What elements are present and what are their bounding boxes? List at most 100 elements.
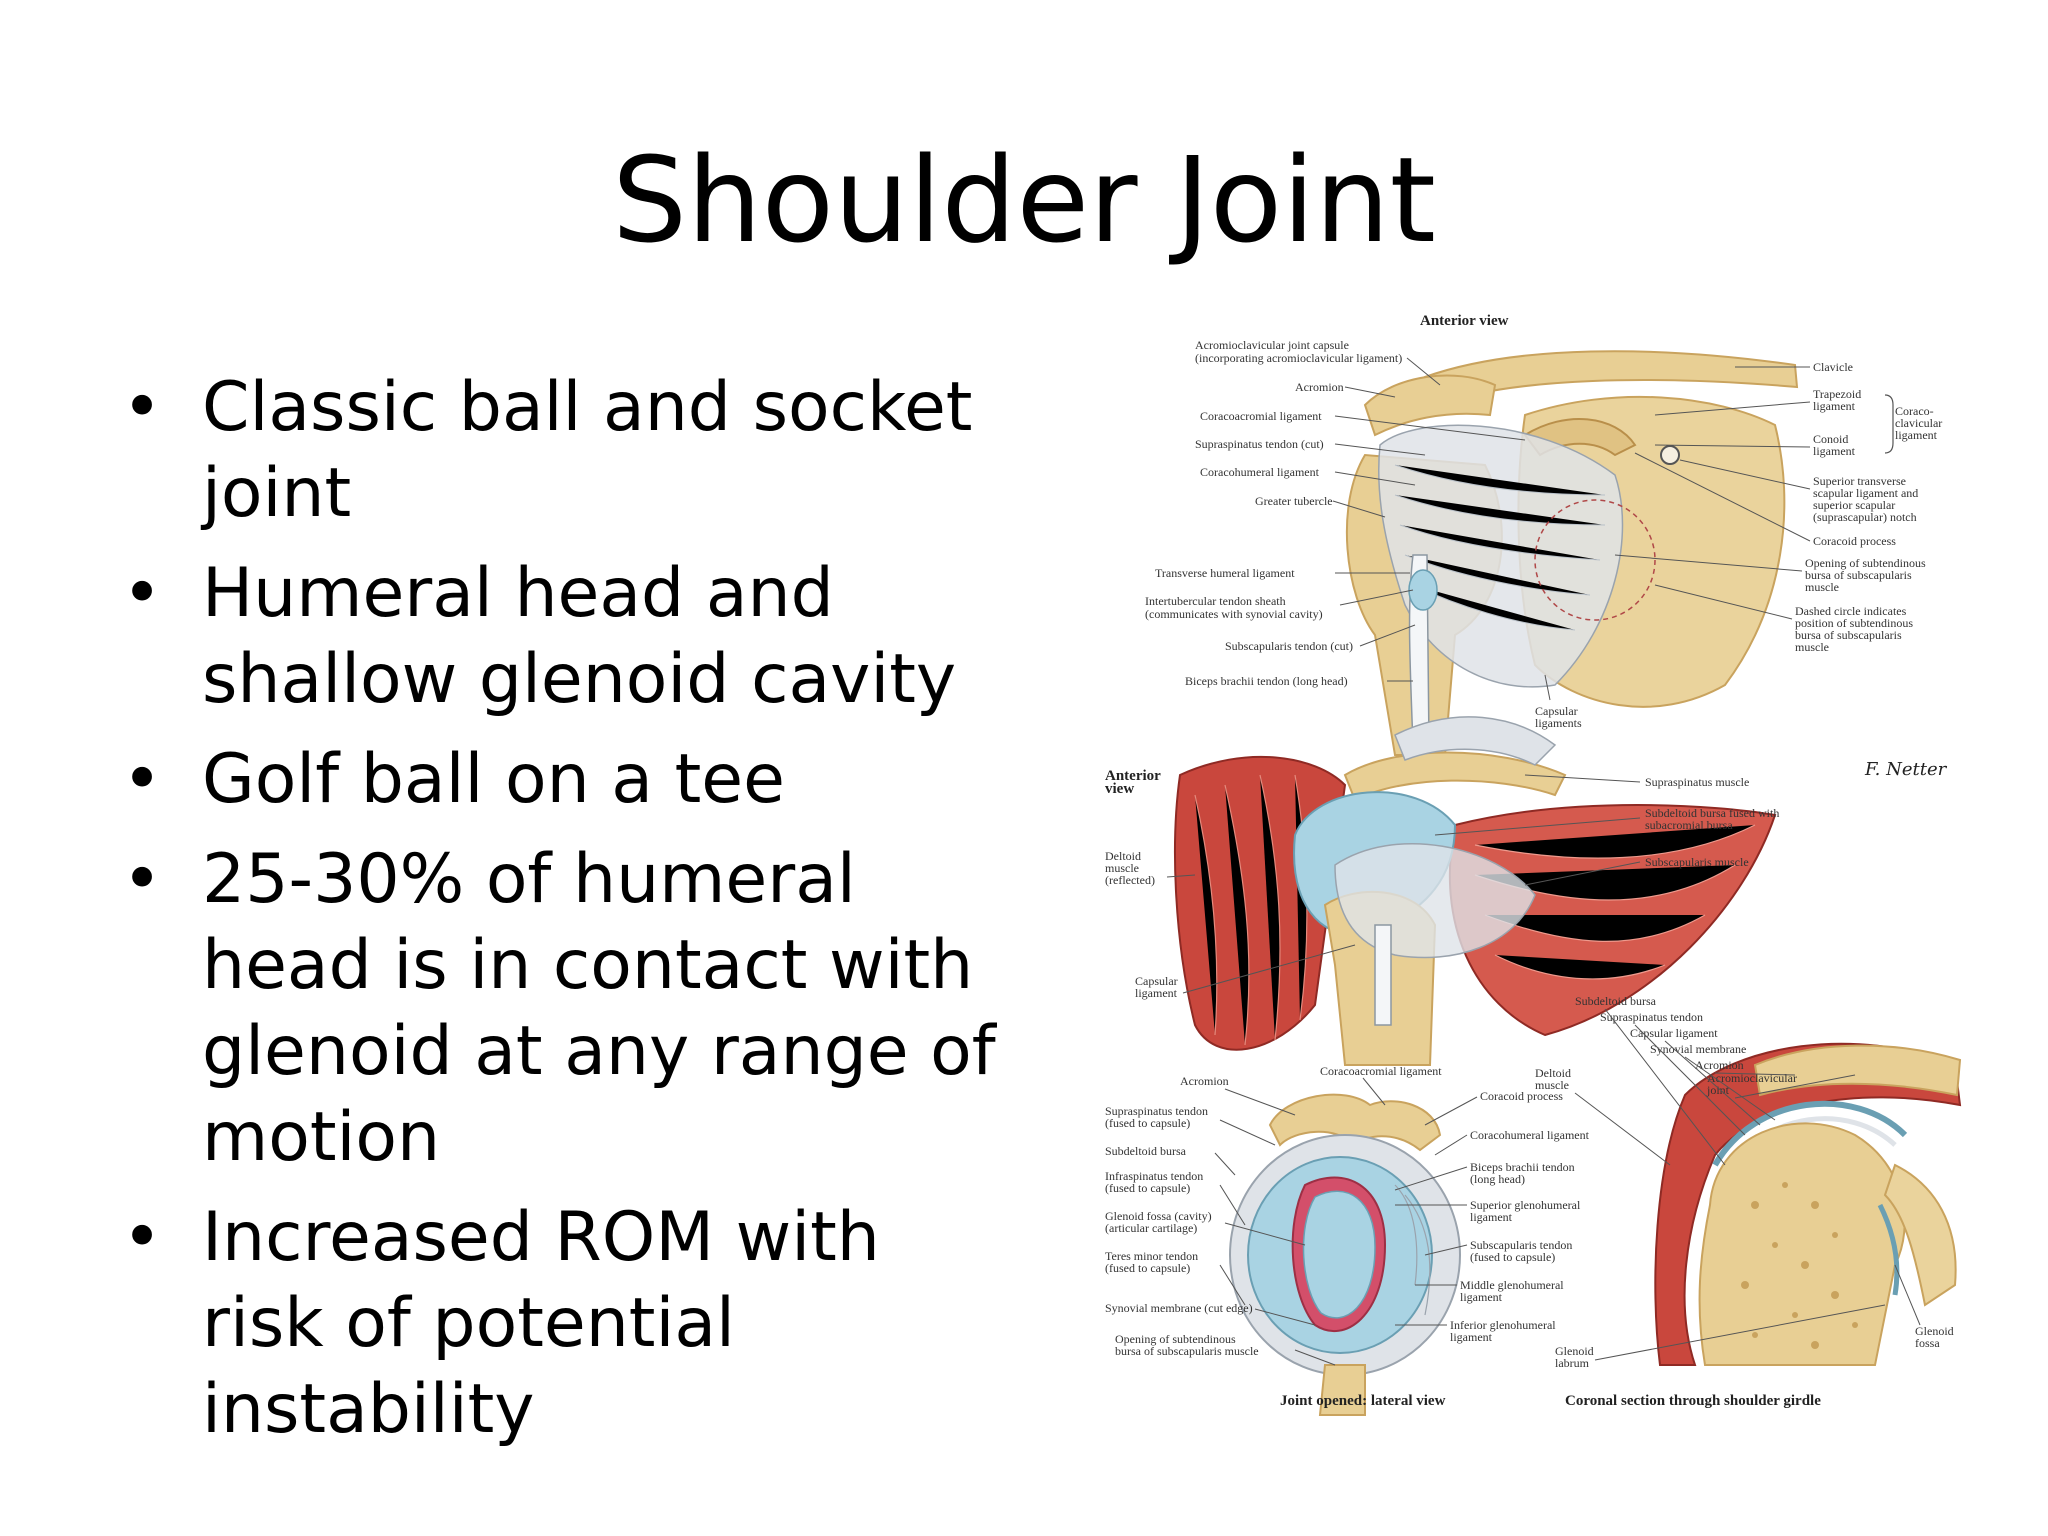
bullet-dot-icon: • [122, 840, 163, 919]
label: Teres minor tendon [1105, 1249, 1198, 1263]
label: ligament [1450, 1330, 1493, 1344]
top-panel-right-leaders [1544, 366, 1811, 701]
label: Biceps brachii tendon [1470, 1160, 1575, 1174]
tendon-sheath [1408, 569, 1438, 611]
clavicle-bone [1423, 350, 1799, 407]
label: Inferior glenohumeral [1450, 1318, 1556, 1332]
top-panel-right-labels: Clavicle Trapezoid ligament Conoid ligam… [1795, 360, 1942, 654]
lateral-view-panel: Coracoacromial ligament Acromion [1105, 1064, 1590, 1416]
label: Coracohumeral ligament [1200, 465, 1320, 479]
trabecular-pattern [1741, 1182, 1858, 1349]
coronal-panel-caption: Coronal section through shoulder girdle [1565, 1393, 1821, 1409]
label: Middle glenohumeral [1460, 1278, 1564, 1292]
coronal-section-panel: Subdeltoid bursa Supraspinatus tendon Ca… [1535, 994, 1962, 1409]
label: Biceps brachii tendon (long head) [1185, 674, 1348, 688]
label: Coracohumeral ligament [1470, 1128, 1590, 1142]
glenoid-scapula [1883, 1163, 1957, 1307]
label: Acromion [1295, 380, 1344, 394]
capsule-layer [1712, 1100, 1908, 1167]
label: Coraco- [1895, 404, 1934, 418]
bullet-item: • 25-30% of humeral head is in contact wi… [118, 837, 1018, 1181]
label: superior scapular [1813, 498, 1895, 512]
label: ligament [1135, 986, 1178, 1000]
bullet-dot-icon: • [122, 368, 163, 447]
label: view [1105, 781, 1134, 797]
label: Transverse humeral ligament [1155, 566, 1295, 580]
label: (articular cartilage) [1105, 1221, 1197, 1235]
label: Opening of subtendinous [1805, 556, 1926, 570]
label: muscle [1805, 580, 1839, 594]
label: Subdeltoid bursa fused with [1645, 806, 1779, 820]
label: (suprascapular) notch [1813, 510, 1917, 524]
label: Greater tubercle [1255, 494, 1333, 508]
label: Acromion [1695, 1058, 1744, 1072]
lateral-panel-leaders [1214, 1077, 1478, 1366]
label: fossa [1915, 1336, 1940, 1350]
label: Deltoid [1105, 849, 1141, 863]
label: Subdeltoid bursa [1575, 994, 1657, 1008]
subtendinous-bursa-outline [1534, 499, 1656, 621]
label: (fused to capsule) [1105, 1261, 1190, 1275]
bullet-dot-icon: • [122, 554, 163, 633]
label: Clavicle [1813, 360, 1853, 374]
label: position of subtendinous [1795, 616, 1913, 630]
label: (fused to capsule) [1105, 1181, 1190, 1195]
bullet-dot-icon: • [122, 740, 163, 819]
bullet-text: Increased ROM with risk of potential ins… [202, 1198, 880, 1449]
deltoid-muscle [1654, 1042, 1962, 1366]
label: (long head) [1470, 1172, 1525, 1186]
label: ligament [1813, 444, 1856, 458]
label: Glenoid [1555, 1344, 1594, 1358]
label: Supraspinatus tendon [1600, 1010, 1703, 1024]
bullet-list: •Classic ball and socket joint •Humeral … [118, 365, 1018, 1467]
label: Capsular ligament [1630, 1026, 1718, 1040]
label: (incorporating acromioclavicular ligamen… [1195, 351, 1402, 365]
anatomy-figure: Anterior view [1095, 305, 1975, 1435]
label: Coracoacromial ligament [1200, 409, 1322, 423]
acromion-coracoid-arch [1268, 1093, 1442, 1152]
middle-panel-leaders [1166, 774, 1641, 994]
coracoclavicular-brace [1884, 394, 1894, 454]
label: Subscapularis muscle [1645, 855, 1749, 869]
label: Coracoid process [1813, 534, 1896, 548]
label: (fused to capsule) [1470, 1250, 1555, 1264]
label: ligament [1895, 428, 1938, 442]
slide-title: Shoulder Joint [612, 131, 1436, 269]
acromion-bone [1753, 1044, 1962, 1097]
label: Trapezoid [1813, 387, 1861, 401]
label: subacromial bursa [1645, 818, 1733, 832]
label: Synovial membrane [1650, 1042, 1746, 1056]
label: Glenoid fossa (cavity) [1105, 1209, 1212, 1223]
supraspinatus-tendon [1394, 716, 1557, 766]
bullet-text: 25-30% of humeral head is in contact wit… [202, 840, 996, 1177]
bullet-text: Classic ball and socket joint [202, 368, 973, 533]
bullet-dot-icon: • [122, 1198, 163, 1277]
label: ligament [1813, 399, 1856, 413]
label: Acromioclavicular joint capsule [1195, 338, 1349, 352]
label: Superior glenohumeral [1470, 1198, 1581, 1212]
label: Capsular [1535, 704, 1578, 718]
bullet-item: • Increased ROM with risk of potential in… [118, 1195, 1018, 1453]
label: Conoid [1813, 432, 1848, 446]
label: Deltoid [1535, 1066, 1571, 1080]
label: bursa of subscapularis [1805, 568, 1912, 582]
top-panel-left-labels: Acromioclavicular joint capsule (incorpo… [1145, 338, 1402, 688]
lateral-panel-caption: Joint opened: lateral view [1280, 1393, 1446, 1409]
middle-anterior-panel: Anterior view [1105, 716, 1779, 1066]
label: (fused to capsule) [1105, 1116, 1190, 1130]
label: muscle [1105, 861, 1139, 875]
netter-signature: F. Netter [1864, 759, 1948, 780]
top-panel-left-leaders [1332, 357, 1526, 682]
top-anterior-panel: Anterior view [1145, 313, 1948, 780]
shoulder-anatomy-illustration: Anterior view [1105, 313, 1962, 1416]
label: ligament [1460, 1290, 1503, 1304]
label: Opening of subtendinous [1115, 1332, 1236, 1346]
label: Subscapularis tendon (cut) [1225, 639, 1353, 653]
bullet-item: • Classic ball and socket joint [118, 365, 1018, 537]
label: bursa of subscapularis muscle [1115, 1344, 1259, 1358]
label: Superior transverse [1813, 474, 1906, 488]
label: Supraspinatus tendon [1105, 1104, 1208, 1118]
humeral-head [1698, 1122, 1906, 1366]
label: Supraspinatus tendon (cut) [1195, 437, 1324, 451]
